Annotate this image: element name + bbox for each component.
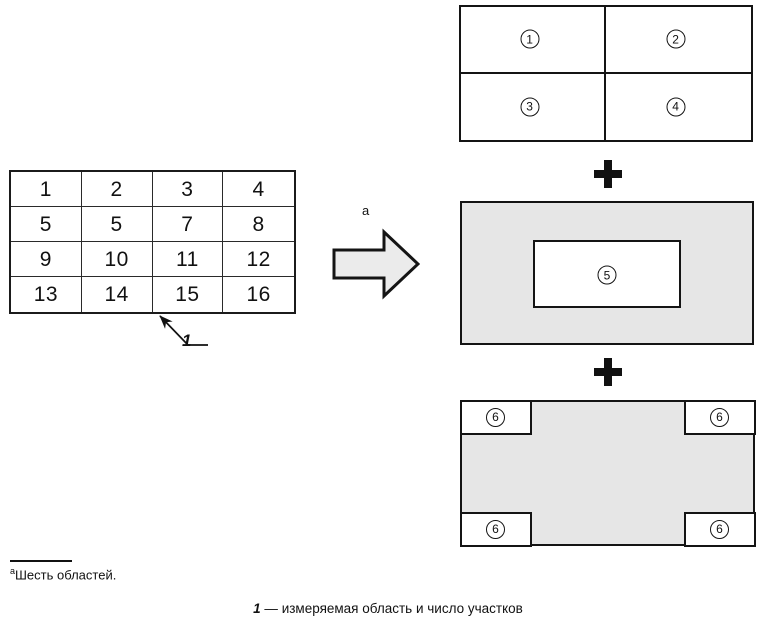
arrow-footnote-marker: a — [362, 203, 370, 218]
transition-arrow-icon — [332, 228, 420, 300]
region-mark: 2 — [666, 29, 686, 49]
grid-cell: 1 — [11, 172, 82, 207]
corner-regions-panel: 6 6 6 6 — [459, 399, 756, 547]
caption-dash: — — [260, 601, 282, 616]
region-mark: 6 — [710, 519, 729, 539]
grid-cell: 16 — [246, 283, 271, 306]
grid-cell: 13 — [11, 277, 82, 312]
grid-cell: 5 — [81, 207, 153, 242]
grid-cell: 14 — [82, 277, 153, 312]
callout-label-1: 1 — [182, 331, 192, 350]
central-inner-rectangle: 5 — [533, 240, 681, 308]
corner-region-box: 6 — [683, 399, 756, 435]
footnote-marker: a — [10, 565, 16, 576]
grid-cell: 12 — [223, 242, 294, 277]
region-mark: 5 — [597, 265, 617, 285]
grid-cell: 5 — [11, 207, 82, 242]
footnote-body: Шесть областей. — [15, 566, 117, 582]
quadrant-cell: 4 — [606, 74, 751, 141]
grid-cell: 2 — [81, 172, 153, 207]
region-mark: 3 — [520, 97, 540, 117]
quadrants-panel: 1 2 3 4 — [459, 5, 753, 142]
footnote-rule — [10, 560, 72, 562]
grid-cell: 3 — [152, 172, 224, 207]
grid-cell: 9 — [11, 242, 82, 277]
caption-key: 1 — [253, 601, 261, 616]
quadrant-cell: 1 — [461, 7, 606, 74]
region-mark: 4 — [666, 97, 686, 117]
grid-cell: 11 — [152, 242, 224, 277]
plus-vertical-bar — [604, 160, 612, 188]
corner-region-box: 6 — [683, 511, 756, 547]
quadrant-cell: 3 — [461, 73, 606, 140]
plus-separator-icon — [594, 358, 622, 386]
figure-caption: 1 — измеряемая область и число участков — [0, 601, 776, 616]
footnote-text-line: aШесть областей. — [10, 566, 310, 582]
central-region-panel: 5 — [460, 201, 754, 345]
plus-separator-icon — [594, 160, 622, 188]
callout-leader-line — [159, 315, 208, 346]
corner-region-box: 6 — [459, 511, 532, 547]
corner-region-box: 6 — [459, 399, 532, 435]
region-mark: 1 — [520, 29, 540, 49]
quadrant-cell: 2 — [606, 7, 751, 74]
footnote: aШесть областей. — [10, 560, 310, 582]
region-mark: 6 — [486, 407, 505, 427]
grid-cell: 8 — [223, 207, 294, 242]
plus-vertical-bar — [604, 358, 612, 386]
grid-cell: 15 — [153, 277, 224, 312]
grid-cell: 4 — [223, 172, 294, 207]
caption-text: измеряемая область и число участков — [281, 601, 523, 616]
measurement-area-grid: 1 2 3 4 5 5 7 8 9 10 11 12 13 14 15 16 — [9, 170, 296, 314]
region-mark: 6 — [486, 519, 505, 539]
grid-cell: 10 — [81, 242, 153, 277]
grid-cell: 7 — [152, 207, 224, 242]
region-mark: 6 — [710, 407, 729, 427]
